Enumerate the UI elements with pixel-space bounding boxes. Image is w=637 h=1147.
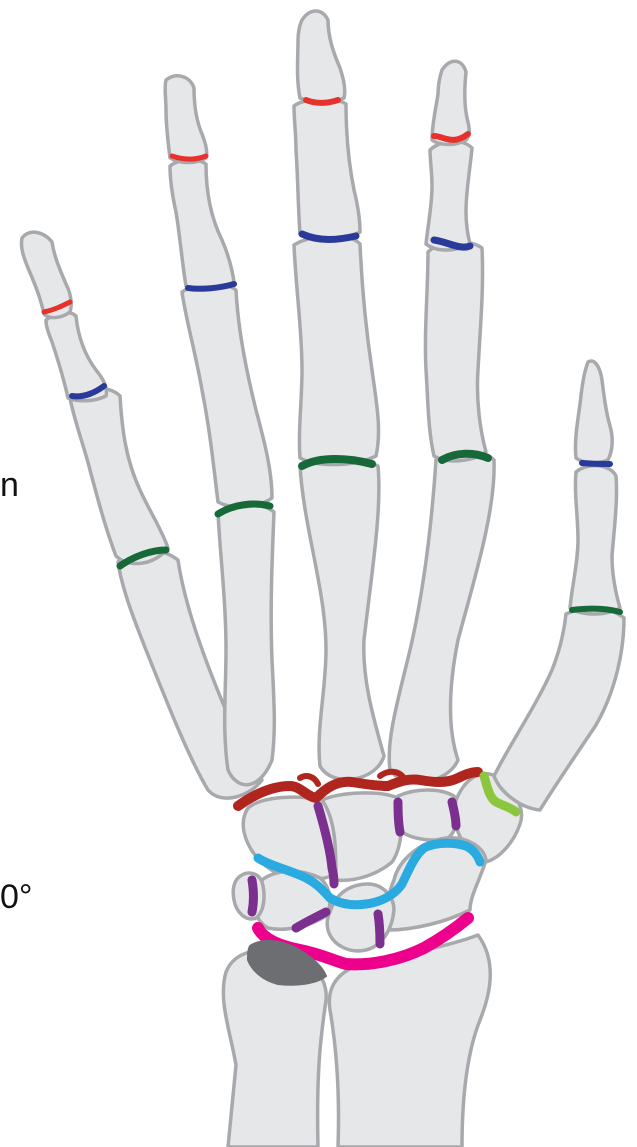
dip-joint-middle [306, 100, 338, 103]
proximal-phalanx-index [425, 242, 486, 461]
dip-joints [44, 100, 468, 312]
distal-phalanx-ring [165, 76, 207, 163]
distal-phalanx-middle [298, 11, 345, 103]
proximal-phalanx-ring [182, 283, 272, 507]
finger-thumb [570, 361, 620, 614]
metacarpal-thumb [494, 608, 624, 810]
intercarpal-joint-capitate-trapezoid [398, 802, 400, 832]
middle-phalanx-middle [294, 99, 360, 239]
middle-phalanx-ring [170, 160, 234, 290]
metacarpal-bones [118, 451, 624, 810]
middle-phalanx-index [426, 141, 472, 250]
mcp-joint-thumb [572, 609, 620, 612]
distal-phalanx-index [432, 61, 469, 144]
cut-text-fragment-lower: 0° [0, 878, 33, 916]
proximal-phalanx-middle [294, 236, 379, 465]
finger-little [21, 232, 168, 563]
cut-text-fragment-upper: n [0, 466, 19, 504]
proximal-phalanx-little [70, 388, 168, 564]
proximal-phalanx-thumb [570, 466, 620, 614]
intercarpal-joint-trapezoid-trapezium [452, 802, 456, 826]
intercarpal-joint-pisiform [252, 880, 254, 912]
ip-joint-thumb [582, 463, 610, 464]
trapezoid-bone [398, 790, 457, 840]
intercarpal-joint-lunate-scaphoid [378, 914, 380, 944]
finger-index [425, 61, 486, 461]
metacarpal-index [389, 451, 494, 782]
finger-ring [165, 76, 272, 507]
metacarpal-middle [300, 459, 384, 780]
distal-phalanx-thumb [575, 361, 612, 463]
metacarpal-ring [218, 505, 274, 785]
